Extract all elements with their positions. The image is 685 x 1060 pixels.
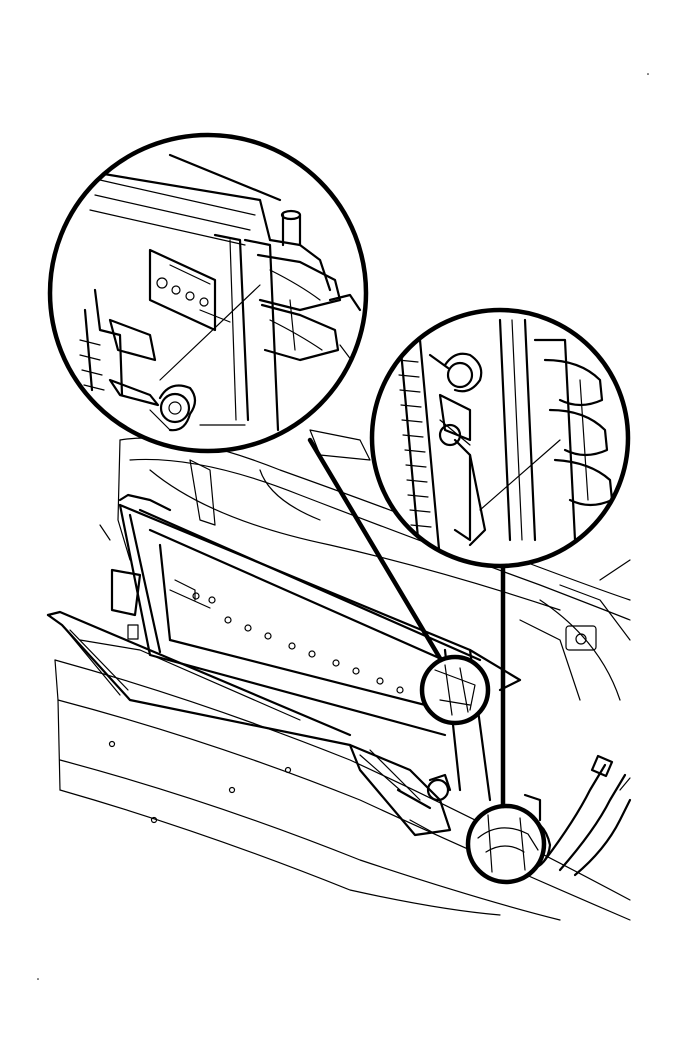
scan-speck <box>37 978 39 980</box>
front-support <box>54 639 631 921</box>
callout-marker-lower <box>465 803 547 885</box>
scan-speck <box>647 73 649 75</box>
callout-marker-upper-detail <box>434 664 476 716</box>
upper-right-detail <box>369 307 631 569</box>
mounting-holes <box>192 592 404 694</box>
refrigerant-lines <box>518 754 632 877</box>
radiator-fins <box>397 359 432 528</box>
upper-left-detail <box>47 132 369 454</box>
callout-marker-lower-detail <box>477 814 539 873</box>
leader-line-left <box>307 437 444 663</box>
lower-fitting-assembly <box>348 743 452 837</box>
air-baffle <box>46 610 352 747</box>
condenser-frame <box>99 493 522 802</box>
callout-marker-upper <box>419 654 491 726</box>
